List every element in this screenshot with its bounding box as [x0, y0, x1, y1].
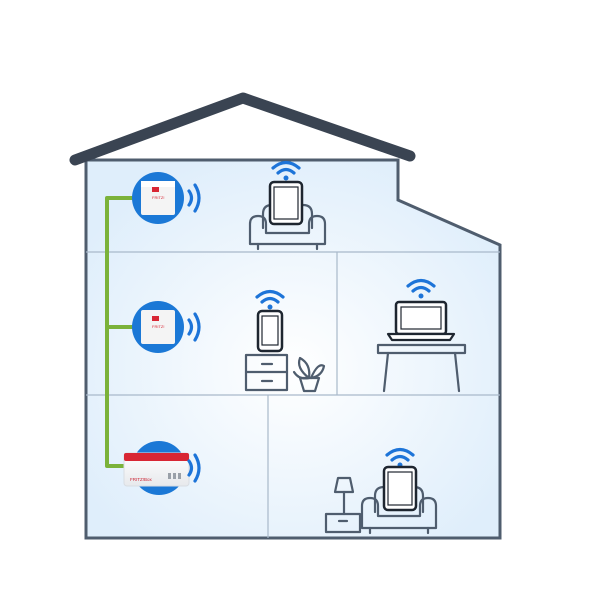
dresser-icon [244, 353, 289, 392]
house-roof [69, 92, 416, 166]
repeater-middle: FRITZ! [132, 301, 201, 353]
middle-room-phone [244, 289, 326, 393]
lan-cable [105, 196, 133, 468]
plant-icon [292, 356, 326, 393]
wifi-icon [255, 289, 285, 310]
router: FRITZ!Box [123, 441, 201, 495]
wifi-icon [271, 160, 301, 181]
house-walls [84, 158, 502, 540]
phone-icon [256, 309, 284, 353]
laptop-icon [386, 300, 456, 342]
router-label: FRITZ!Box [130, 477, 153, 482]
wifi-icon [187, 453, 201, 483]
repeater-top-label: FRITZ! [152, 195, 164, 200]
tablet-icon [268, 180, 304, 226]
repeater-middle-label: FRITZ! [152, 324, 164, 329]
wifi-icon [187, 183, 201, 213]
tablet-icon [382, 465, 418, 512]
upper-room-tablet [248, 160, 327, 251]
side-table-icon [324, 512, 362, 534]
repeater-top: FRITZ! [132, 172, 201, 224]
house [69, 92, 502, 540]
lamp-icon [333, 476, 355, 516]
wifi-icon [406, 278, 436, 299]
wifi-icon [187, 312, 201, 342]
desk-icon [376, 343, 467, 393]
ground-room-tablet [324, 447, 438, 535]
middle-right-room-laptop [376, 278, 467, 393]
